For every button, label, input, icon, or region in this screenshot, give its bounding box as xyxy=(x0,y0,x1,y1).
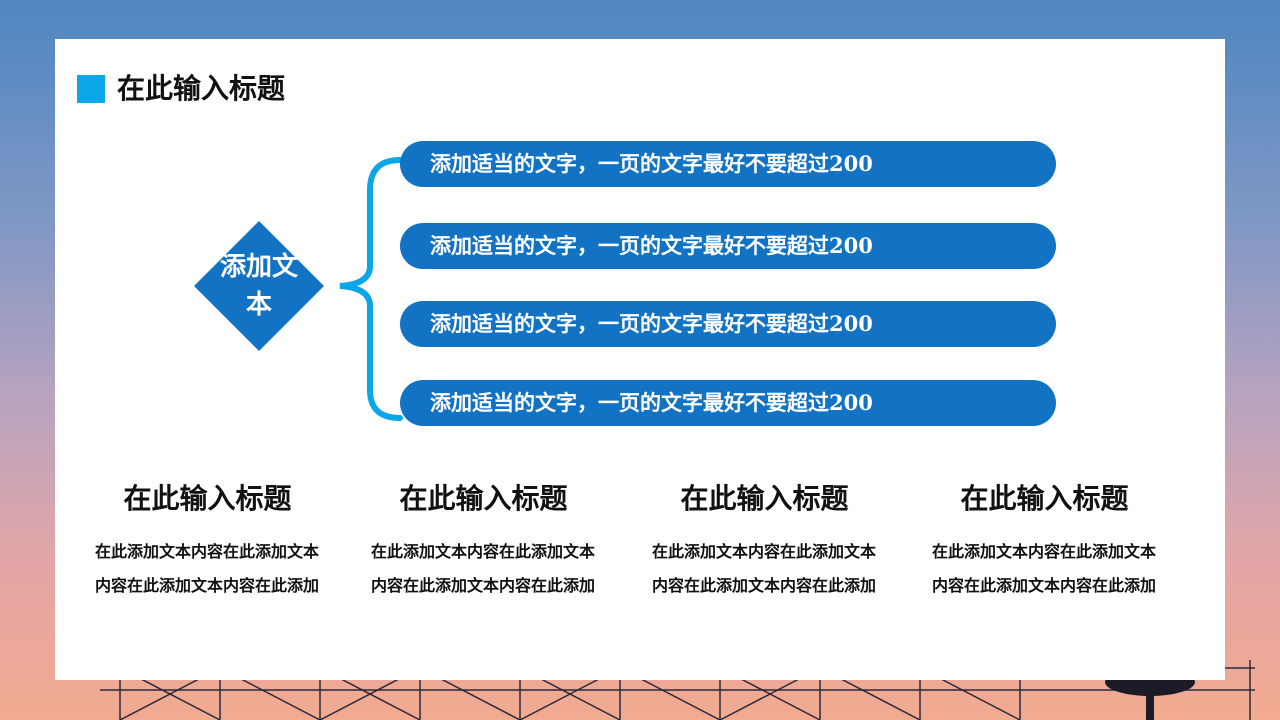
column-body: 在此添加文本内容在此添加文本内容在此添加文本内容在此添加 xyxy=(932,542,1157,595)
page-title: 在此输入标题 xyxy=(117,72,286,105)
info-column-3: 在此输入标题 在此添加文本内容在此添加文本内容在此添加文本内容在此添加 xyxy=(642,479,887,603)
column-title: 在此输入标题 xyxy=(123,482,292,515)
center-label: 添加文本 xyxy=(219,252,298,320)
content-card: 在此输入标题 添加文本 添加适当的文字，一页的文字最好不要超过200 添加适当的… xyxy=(55,39,1225,680)
title-accent-square xyxy=(77,75,105,103)
text-pill-3: 添加适当的文字，一页的文字最好不要超过200 xyxy=(400,301,1056,347)
info-column-4: 在此输入标题 在此添加文本内容在此添加文本内容在此添加文本内容在此添加 xyxy=(922,479,1167,603)
column-title: 在此输入标题 xyxy=(960,482,1129,515)
diamond-shape xyxy=(194,221,324,351)
info-column-2: 在此输入标题 在此添加文本内容在此添加文本内容在此添加文本内容在此添加 xyxy=(361,479,606,603)
column-body: 在此添加文本内容在此添加文本内容在此添加文本内容在此添加 xyxy=(95,542,320,595)
curly-brace-connector xyxy=(339,157,403,421)
info-column-1: 在此输入标题 在此添加文本内容在此添加文本内容在此添加文本内容在此添加 xyxy=(85,479,330,603)
text-pill-4: 添加适当的文字，一页的文字最好不要超过200 xyxy=(400,380,1056,426)
column-title: 在此输入标题 xyxy=(399,482,568,515)
column-body: 在此添加文本内容在此添加文本内容在此添加文本内容在此添加 xyxy=(652,542,877,595)
column-title: 在此输入标题 xyxy=(680,482,849,515)
column-body: 在此添加文本内容在此添加文本内容在此添加文本内容在此添加 xyxy=(371,542,596,595)
text-pill-2: 添加适当的文字，一页的文字最好不要超过200 xyxy=(400,223,1056,269)
text-pill-1: 添加适当的文字，一页的文字最好不要超过200 xyxy=(400,141,1056,187)
center-diamond: 添加文本 xyxy=(194,221,324,351)
